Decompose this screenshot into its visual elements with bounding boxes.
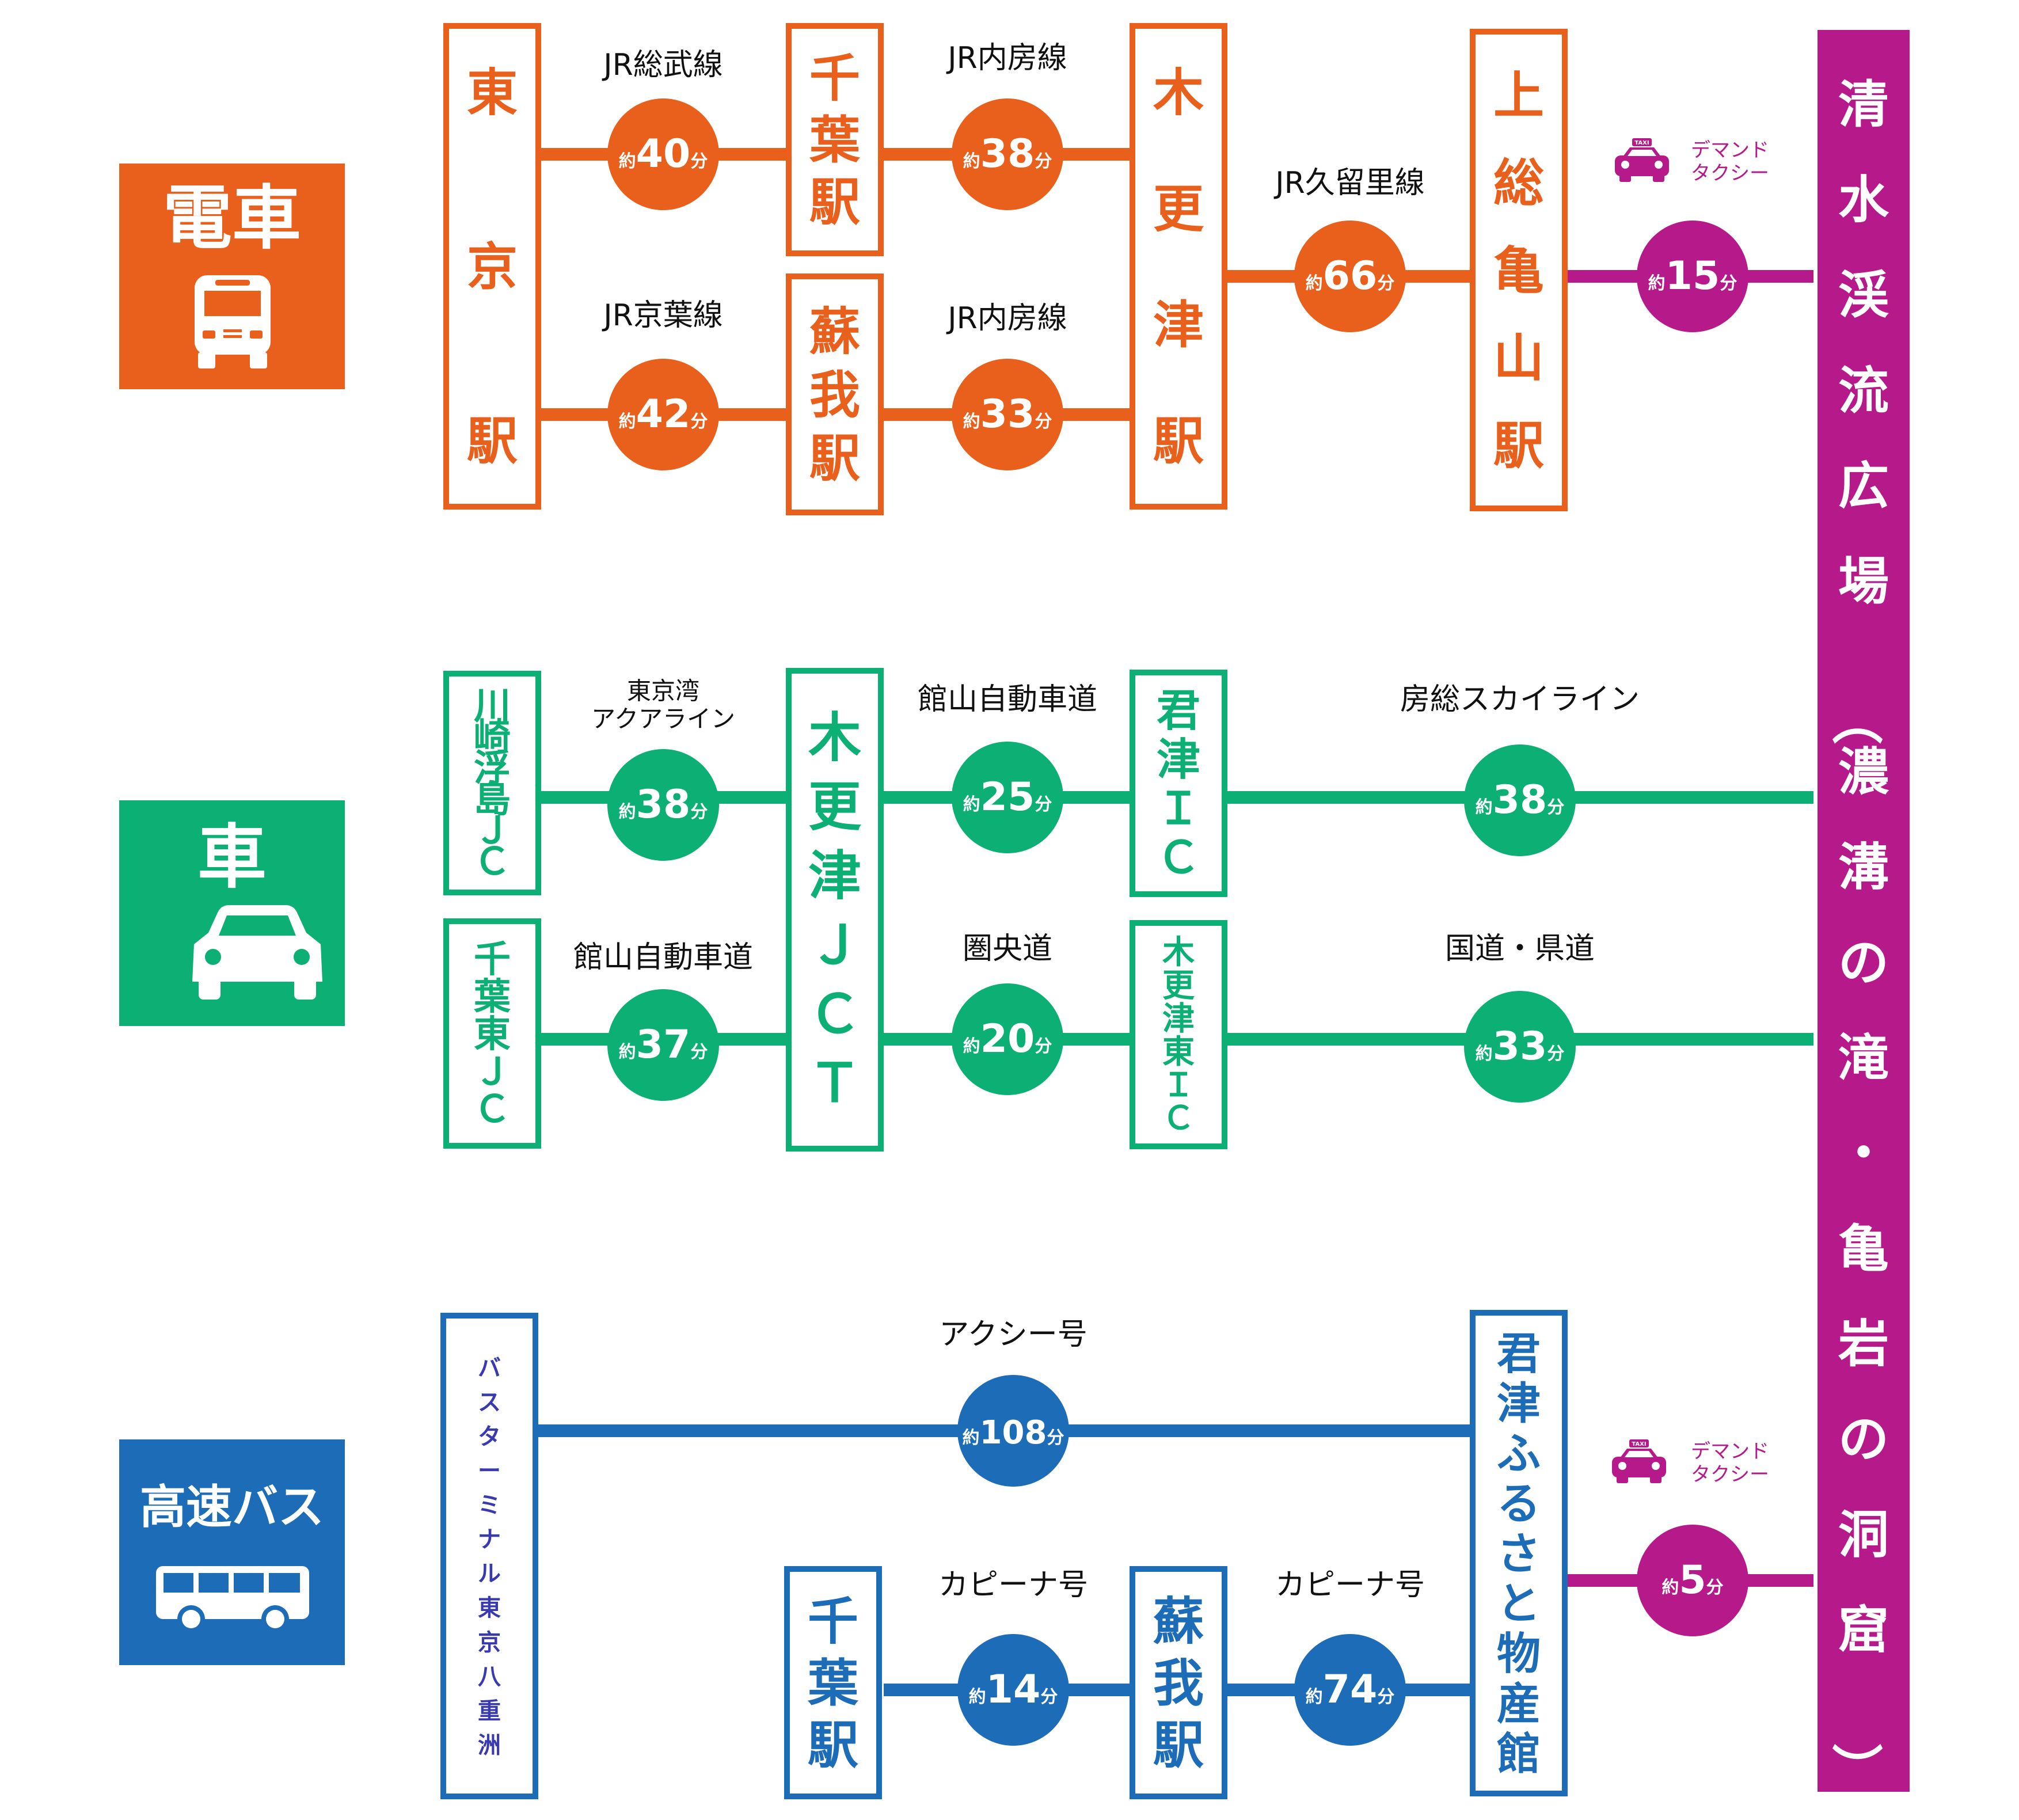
mode-car-label: 車: [197, 818, 267, 898]
badge-terminal-furusato: 約108分: [957, 1375, 1069, 1487]
line-label-soga-furusato: カピーナ号: [1275, 1568, 1425, 1602]
badge-kisarazu-kazusa-text: 約66分: [1306, 253, 1395, 299]
taxi-label-bus-text: デマンドタクシー: [1691, 1440, 1769, 1486]
car-node-kimitsu-label: 君津ＩＣ: [1157, 685, 1200, 883]
line-label-jct-kimitsu: 館山自動車道: [918, 682, 1097, 717]
car-node-kimitsu: 君津ＩＣ: [1130, 670, 1227, 897]
station-tokyo: 東京駅: [443, 23, 541, 510]
taxi-icon: TAXI: [1612, 1439, 1666, 1483]
line-label-tokyo-chiba: JR総武線: [602, 48, 723, 82]
line-label-kisarazu-kazusa: JR久留里線: [1273, 166, 1424, 200]
car-node-chibahigashi-label: 千葉東ＪＣ: [473, 939, 511, 1131]
badge-soga-furusato: 約74分: [1294, 1634, 1406, 1746]
line-label-chibahigashi-jct: 館山自動車道: [573, 940, 753, 975]
bus-node-chiba-label: 千葉駅: [807, 1592, 859, 1775]
mode-bus: 高速バス: [119, 1439, 345, 1665]
badge-chiba-soga: 約14分: [957, 1634, 1069, 1746]
destination-label: 清水渓流広場（濃溝の滝・亀岩の洞窟）: [1826, 75, 1889, 1794]
badge-furusato-dest: 約5分: [1637, 1525, 1748, 1636]
station-kazusa-label: 上総亀山駅: [1493, 66, 1544, 476]
badge-tokyo-soga-text: 約42分: [619, 392, 708, 437]
badge-jct-kimitsu: 約25分: [952, 742, 1063, 853]
bus-node-terminal: バスターミナル東京八重洲: [440, 1313, 538, 1799]
taxi-icon-text: TAXI: [1634, 140, 1649, 146]
badge-jct-kimitsu-text: 約25分: [963, 774, 1052, 820]
badge-soga-kisarazu: 約33分: [952, 359, 1063, 470]
line-label-terminal-furusato: アクシー号: [939, 1317, 1087, 1352]
line-label-kawasaki-jct: 東京湾アクアライン: [591, 677, 735, 733]
bus-node-soga: 蘇我駅: [1130, 1566, 1227, 1799]
badge-soga-kisarazu-text: 約33分: [963, 392, 1052, 437]
badge-jct-kisarazuhigashi-text: 約20分: [963, 1016, 1052, 1062]
line-label-chiba-soga: カピーナ号: [938, 1568, 1088, 1602]
mode-train: 電車: [119, 164, 345, 389]
station-chiba: 千葉駅: [786, 23, 884, 256]
badge-tokyo-chiba-text: 約40分: [619, 131, 708, 177]
bus-node-soga-label: 蘇我駅: [1153, 1592, 1204, 1775]
badge-tokyo-chiba: 約40分: [607, 98, 719, 210]
bus-node-chiba: 千葉駅: [784, 1566, 882, 1799]
badge-chibahigashi-jct-text: 約37分: [619, 1022, 708, 1067]
car-icon: [192, 905, 322, 1000]
badge-kisarazuhigashi-dest-text: 約33分: [1476, 1024, 1565, 1069]
bus-icon: [156, 1566, 309, 1633]
station-kazusa: 上総亀山駅: [1470, 29, 1568, 511]
badge-terminal-furusato-text: 約108分: [963, 1414, 1064, 1452]
badge-tokyo-soga: 約42分: [607, 359, 719, 470]
badge-furusato-dest-text: 約5分: [1661, 1557, 1723, 1603]
taxi-label-train: TAXI デマンドタクシー: [1615, 138, 1769, 185]
badge-kimitsu-dest-text: 約38分: [1476, 777, 1565, 823]
badge-chiba-kisarazu: 約38分: [952, 98, 1063, 210]
mode-train-label: 電車: [163, 178, 301, 259]
badge-kisarazu-kazusa: 約66分: [1294, 221, 1406, 332]
taxi-label-bus: TAXI デマンドタクシー: [1612, 1439, 1769, 1486]
car-node-kawasaki: 川崎浮島ＪＣ: [443, 671, 541, 895]
badge-soga-furusato-text: 約74分: [1306, 1667, 1395, 1712]
line-label-tokyo-soga: JR京葉線: [602, 298, 723, 333]
taxi-icon: TAXI: [1615, 138, 1669, 182]
line-label-kisarazuhigashi-dest: 国道・県道: [1445, 932, 1595, 966]
car-node-kisarazuhigashi-label: 木更津東ＩＣ: [1162, 934, 1195, 1137]
line-label-kimitsu-dest: 房総スカイライン: [1400, 682, 1640, 717]
car-node-kisarazu-jct-label: 木更津ＪＣＴ: [808, 707, 862, 1114]
taxi-label-train-text: デマンドタクシー: [1691, 139, 1769, 185]
taxi-icon-text: TAXI: [1632, 1441, 1646, 1447]
badge-kazusa-dest-text: 約15分: [1648, 253, 1737, 299]
badge-chibahigashi-jct: 約37分: [607, 989, 719, 1101]
bus-node-terminal-label: バスターミナル東京八重洲: [478, 1355, 501, 1758]
badge-kimitsu-dest: 約38分: [1464, 744, 1576, 856]
station-kisarazu: 木更津駅: [1130, 23, 1227, 510]
mode-bus-label: 高速バス: [140, 1480, 324, 1534]
badge-chiba-soga-text: 約14分: [969, 1667, 1058, 1712]
bus-node-furusato-label: 君津ふるさと物産館: [1497, 1328, 1541, 1779]
line-label-soga-kisarazu: JR内房線: [946, 301, 1067, 336]
mode-car: 車: [119, 800, 345, 1026]
bus-node-furusato: 君津ふるさと物産館: [1470, 1310, 1568, 1796]
car-node-chibahigashi: 千葉東ＪＣ: [443, 918, 541, 1149]
badge-kisarazuhigashi-dest: 約33分: [1464, 991, 1576, 1103]
badge-jct-kisarazuhigashi: 約20分: [952, 983, 1063, 1095]
car-node-kawasaki-label: 川崎浮島ＪＣ: [474, 685, 511, 883]
destination-box: 清水渓流広場（濃溝の滝・亀岩の洞窟）: [1818, 30, 1910, 1794]
badge-chiba-kisarazu-text: 約38分: [963, 131, 1052, 177]
badge-kawasaki-jct: 約38分: [607, 749, 719, 861]
line-label-jct-kisarazuhigashi: 圏央道: [963, 932, 1052, 966]
car-node-kisarazuhigashi: 木更津東ＩＣ: [1130, 920, 1227, 1149]
badge-kazusa-dest: 約15分: [1637, 221, 1748, 332]
station-chiba-label: 千葉駅: [809, 49, 861, 232]
station-tokyo-label: 東京駅: [467, 63, 518, 471]
station-kisarazu-label: 木更津駅: [1153, 63, 1204, 471]
station-soga-label: 蘇我駅: [809, 302, 860, 488]
car-node-kisarazu-jct: 木更津ＪＣＴ: [786, 668, 884, 1152]
line-label-chiba-kisarazu: JR内房線: [946, 41, 1067, 75]
train-icon: [195, 275, 271, 368]
station-soga: 蘇我駅: [786, 273, 884, 515]
badge-kawasaki-jct-text: 約38分: [619, 782, 708, 827]
